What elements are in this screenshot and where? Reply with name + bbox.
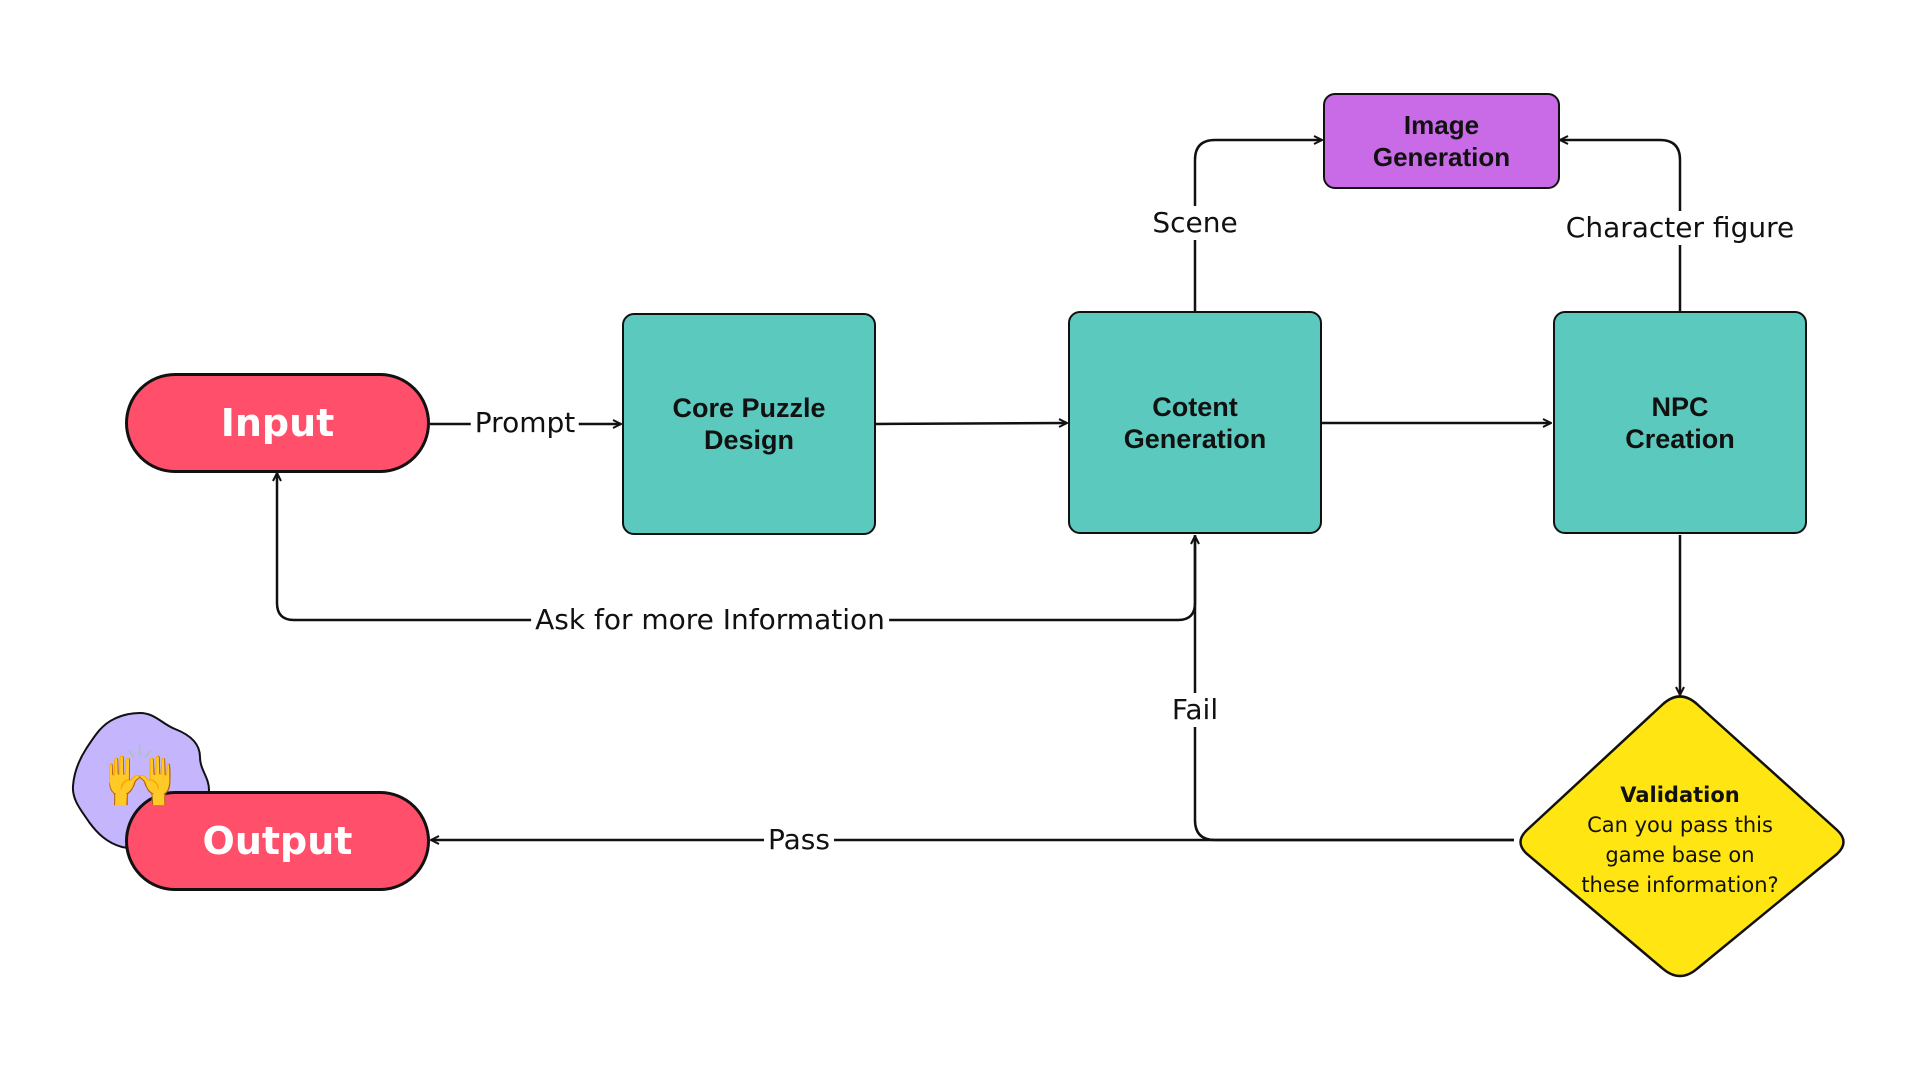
- validation-node[interactable]: Validation Can you pass this game base o…: [1520, 780, 1840, 900]
- validation-title: Validation: [1620, 783, 1740, 807]
- raised-hands-icon: 🙌: [102, 742, 178, 812]
- output-label: Output: [202, 819, 353, 863]
- npc-creation-node[interactable]: NPC Creation: [1553, 311, 1807, 534]
- content-generation-label-line-2: Generation: [1123, 423, 1267, 454]
- edge-label-prompt: Prompt: [470, 406, 580, 440]
- edge-fail: [1195, 536, 1514, 842]
- edge-character-figure: [1560, 140, 1682, 311]
- core-puzzle-label-line-1: Core Puzzle: [672, 393, 826, 423]
- validation-question-line-2: game base on: [1605, 843, 1755, 867]
- validation-question-line-3: these information?: [1581, 873, 1779, 897]
- npc-creation-label-line-2: Creation: [1625, 423, 1735, 454]
- edge-core-to-content: [875, 423, 1067, 424]
- edge-label-character-figure: Character figure: [1561, 211, 1799, 245]
- validation-question-line-1: Can you pass this: [1587, 813, 1773, 837]
- output-node[interactable]: Output: [125, 791, 430, 891]
- edge-label-ask-more: Ask for more Information: [531, 603, 889, 637]
- validation-diamond: [1519, 695, 1845, 978]
- core-puzzle-label-line-2: Design: [703, 425, 794, 455]
- image-generation-node[interactable]: Image Generation: [1323, 93, 1560, 189]
- content-generation-label-line-1: Cotent: [1152, 391, 1238, 422]
- edge-label-pass: Pass: [764, 823, 834, 857]
- core-puzzle-design-node[interactable]: Core Puzzle Design: [622, 313, 876, 535]
- edge-label-fail: Fail: [1167, 693, 1223, 727]
- edge-scene: [1193, 140, 1322, 311]
- input-label: Input: [220, 401, 335, 445]
- content-generation-node[interactable]: Cotent Generation: [1068, 311, 1322, 534]
- edge-label-scene: Scene: [1148, 206, 1242, 240]
- input-node[interactable]: Input: [125, 373, 430, 473]
- npc-creation-label-line-1: NPC: [1651, 391, 1709, 422]
- image-generation-label-line-1: Image: [1403, 110, 1480, 140]
- image-generation-label-line-2: Generation: [1372, 142, 1511, 172]
